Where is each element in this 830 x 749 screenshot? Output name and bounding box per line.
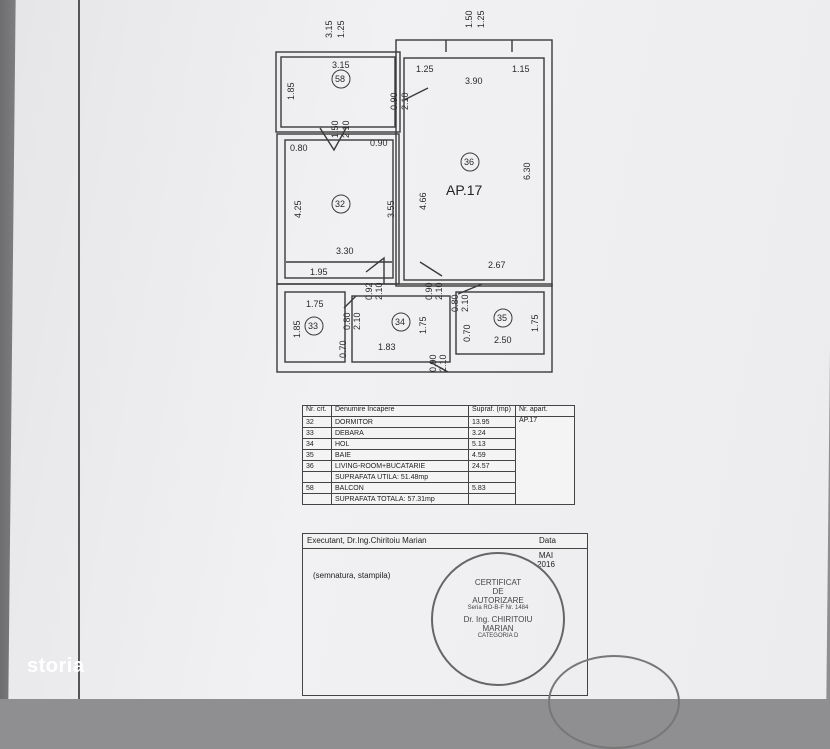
header-apartment: Nr. apart.	[515, 405, 575, 417]
top-dim-left-2: 1.25	[336, 20, 346, 38]
room34-height: 1.75	[418, 316, 428, 334]
second-stamp	[548, 655, 680, 749]
wall-outer-balcony	[275, 51, 401, 133]
room35-id: 35	[497, 313, 508, 323]
legend-header-row: Nr. crt. Denumire Incapere Supraf. (mp) …	[302, 405, 575, 417]
room36-height: 6.30	[522, 162, 532, 180]
door-dim-14: 2.10	[438, 354, 448, 372]
executant-row: Executant, Dr.Ing.Chiritoiu Marian Data	[302, 533, 588, 549]
date-value: MAI 2016	[537, 551, 555, 569]
header-name: Denumire Incapere	[331, 405, 469, 417]
door-dim-4: 2.10	[400, 92, 410, 110]
door-dim-13: 0.90	[428, 354, 438, 372]
room35-width: 2.50	[494, 335, 512, 345]
door-dim-9: 0.80	[450, 294, 460, 312]
room36-width-top: 3.90	[465, 76, 483, 86]
door-dim-8: 2.10	[434, 282, 444, 300]
room-marker-36	[460, 152, 480, 172]
room58-id: 58	[335, 74, 346, 84]
door-dim-12: 2.10	[352, 312, 362, 330]
wall-outer-bottom	[276, 283, 553, 373]
dim-0-70-a: 0.70	[338, 340, 348, 358]
header-nr: Nr. crt.	[302, 405, 332, 417]
room34-id: 34	[395, 317, 406, 327]
door-dim-6: 2.10	[374, 282, 384, 300]
room35-height: 1.75	[530, 314, 540, 332]
sheet-border-line	[78, 0, 80, 699]
room34-width: 1.83	[378, 342, 396, 352]
room58-width: 3.15	[332, 60, 350, 70]
door-dim-7: 0.90	[424, 282, 434, 300]
room32-width: 3.30	[336, 246, 354, 256]
executant-text: Executant, Dr.Ing.Chiritoiu Marian	[307, 536, 427, 545]
apartment-cell: AP.17	[515, 416, 575, 505]
room-marker-33	[304, 316, 324, 336]
table-row: 32 DORMITOR 13.95 AP.17	[302, 416, 575, 505]
table-row: 34 HOL 5.13	[302, 438, 575, 450]
data-label: Data	[539, 536, 556, 545]
authorization-stamp: CERTIFICAT DE AUTORIZARE Seria RO-B-F Nr…	[431, 552, 565, 686]
wall-outer-living	[395, 39, 553, 287]
room-marker-32	[331, 194, 351, 214]
room-marker-34	[391, 312, 411, 332]
top-dim-right-2: 1.25	[476, 10, 486, 28]
room33-id: 33	[308, 321, 319, 331]
room33-width: 1.75	[306, 299, 324, 309]
dim-1-25: 1.25	[416, 64, 434, 74]
dim-1-15: 1.15	[512, 64, 530, 74]
top-dim-left-1: 3.15	[324, 20, 334, 38]
signature-box: (semnatura, stampila) MAI 2016	[302, 548, 588, 696]
door-dim-3: 0.90	[389, 92, 399, 110]
door-dim-10: 2.10	[460, 294, 470, 312]
table-row: 35 BAIE 4.59	[302, 449, 575, 461]
table-row: SUPRAFATA UTILA: 51.48mp	[302, 471, 575, 483]
room58-height: 1.85	[286, 82, 296, 100]
top-dim-right-1: 1.50	[464, 10, 474, 28]
storia-watermark: storia	[27, 655, 85, 677]
signature-label: (semnatura, stampila)	[313, 571, 391, 580]
room36-id: 36	[464, 157, 475, 167]
room-marker-58	[331, 69, 351, 89]
table-row: SUPRAFATA TOTALA: 57.31mp	[302, 493, 575, 505]
header-area: Supraf. (mp)	[468, 405, 516, 417]
room32-height2: 3.55	[386, 200, 396, 218]
dim-1-95: 1.95	[310, 267, 328, 277]
floor-plan	[275, 39, 553, 373]
dim-0-90: 0.90	[370, 138, 388, 148]
dim-0-80: 0.80	[290, 143, 308, 153]
area-legend-table: Nr. crt. Denumire Incapere Supraf. (mp) …	[302, 405, 575, 505]
door-dim-2: 2.10	[341, 120, 351, 138]
door-dim-5: 0.92	[364, 282, 374, 300]
room36-width-bottom: 2.67	[488, 260, 506, 270]
room33-height: 1.85	[292, 320, 302, 338]
room36-height2: 4.66	[418, 192, 428, 210]
room32-height: 4.25	[293, 200, 303, 218]
room32-id: 32	[335, 199, 346, 209]
door-dim-1: 1.50	[330, 120, 340, 138]
dim-0-70-b: 0.70	[462, 324, 472, 342]
door-dim-11: 0.80	[342, 312, 352, 330]
apartment-label: AP.17	[446, 182, 483, 198]
room-marker-35	[493, 308, 513, 328]
